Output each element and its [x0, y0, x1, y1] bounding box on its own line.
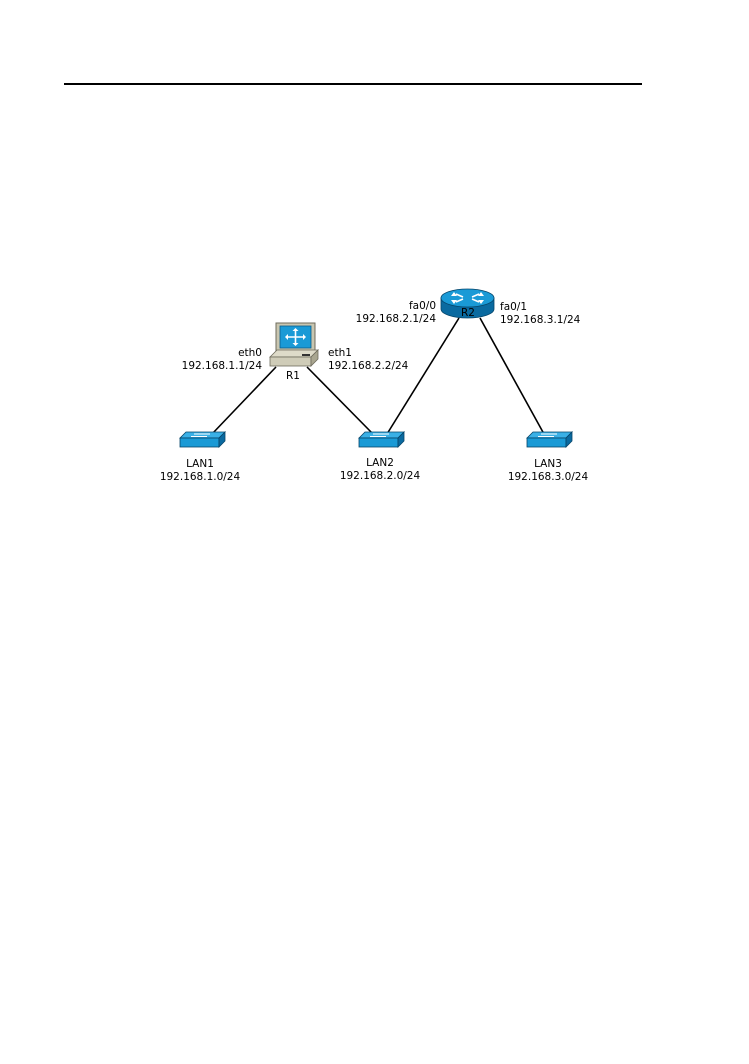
r2-fa01-ip: 192.168.3.1/24: [500, 314, 581, 326]
lan1-subnet: 192.168.1.0/24: [160, 471, 241, 483]
link-r1-lan1: [211, 366, 277, 435]
r1-eth0-ip: 192.168.1.1/24: [182, 360, 263, 372]
link-r1-lan2: [306, 366, 374, 435]
link-r2-lan2: [386, 317, 460, 435]
lan3-label: LAN3: [534, 458, 562, 470]
r1-eth0-name: eth0: [238, 347, 262, 359]
page-top-rule: [64, 83, 642, 85]
switch-icon[interactable]: [526, 431, 573, 448]
r2-fa00-ip: 192.168.2.1/24: [356, 313, 437, 325]
r1-eth1-name: eth1: [328, 347, 352, 359]
r1-eth1-ip: 192.168.2.2/24: [328, 360, 409, 372]
pc-router-icon[interactable]: [269, 322, 319, 367]
r2-label: R2: [461, 307, 475, 319]
link-r2-lan3: [479, 317, 545, 435]
switch-icon[interactable]: [358, 431, 405, 448]
lan1-label: LAN1: [186, 458, 214, 470]
r1-label: R1: [286, 370, 300, 382]
r2-fa01-name: fa0/1: [500, 301, 527, 313]
r2-fa00-name: fa0/0: [409, 300, 436, 312]
switch-icon[interactable]: [179, 431, 226, 448]
lan2-label: LAN2: [366, 457, 394, 469]
lan2-subnet: 192.168.2.0/24: [340, 470, 421, 482]
lan3-subnet: 192.168.3.0/24: [508, 471, 589, 483]
router-icon[interactable]: [440, 288, 495, 319]
